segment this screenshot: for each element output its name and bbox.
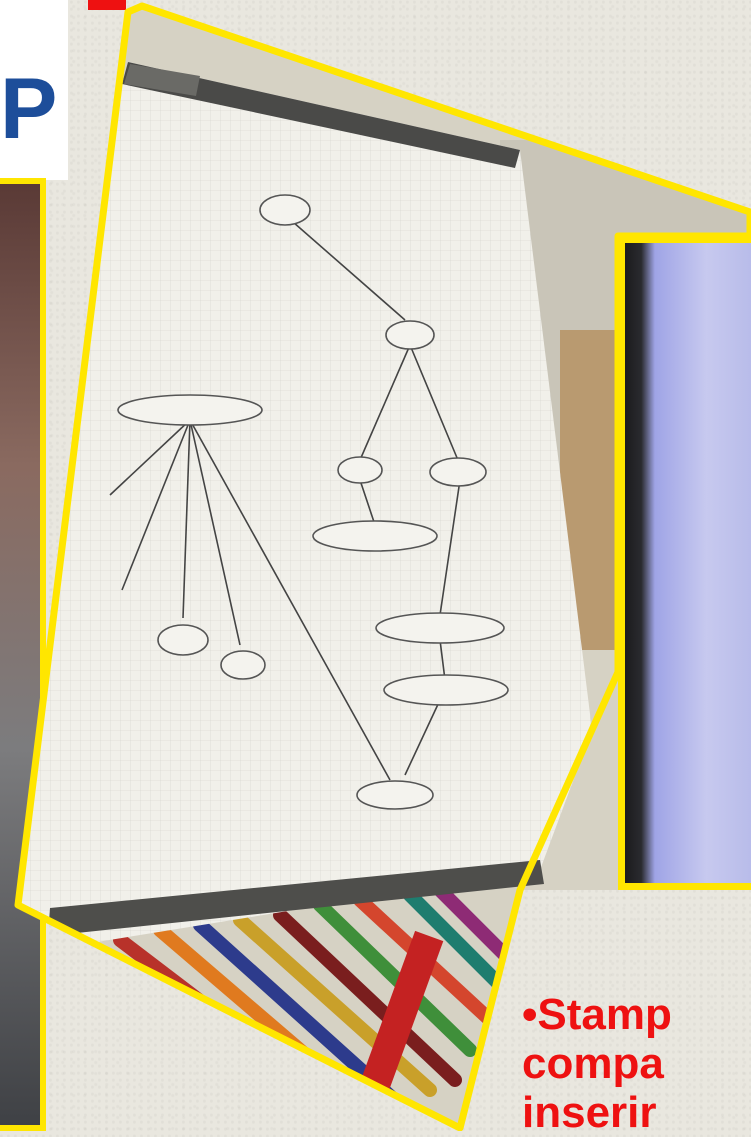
logo-letter: P (0, 61, 57, 157)
right-photo-frame (618, 236, 751, 890)
concept-map (109, 214, 461, 781)
paper-sheet (18, 62, 592, 948)
caption-line-3: inserir (522, 1088, 657, 1137)
caption-line-2: compa (522, 1039, 664, 1088)
red-title-fragment (88, 0, 126, 10)
left-photo-frame (0, 178, 46, 1131)
concept-map-nodes (117, 194, 509, 810)
colored-pencils (113, 883, 517, 1117)
logo: P (0, 0, 68, 180)
caption-line-1: •Stamp (522, 990, 672, 1039)
caption-text: •Stamp compa inserir (522, 990, 751, 1137)
